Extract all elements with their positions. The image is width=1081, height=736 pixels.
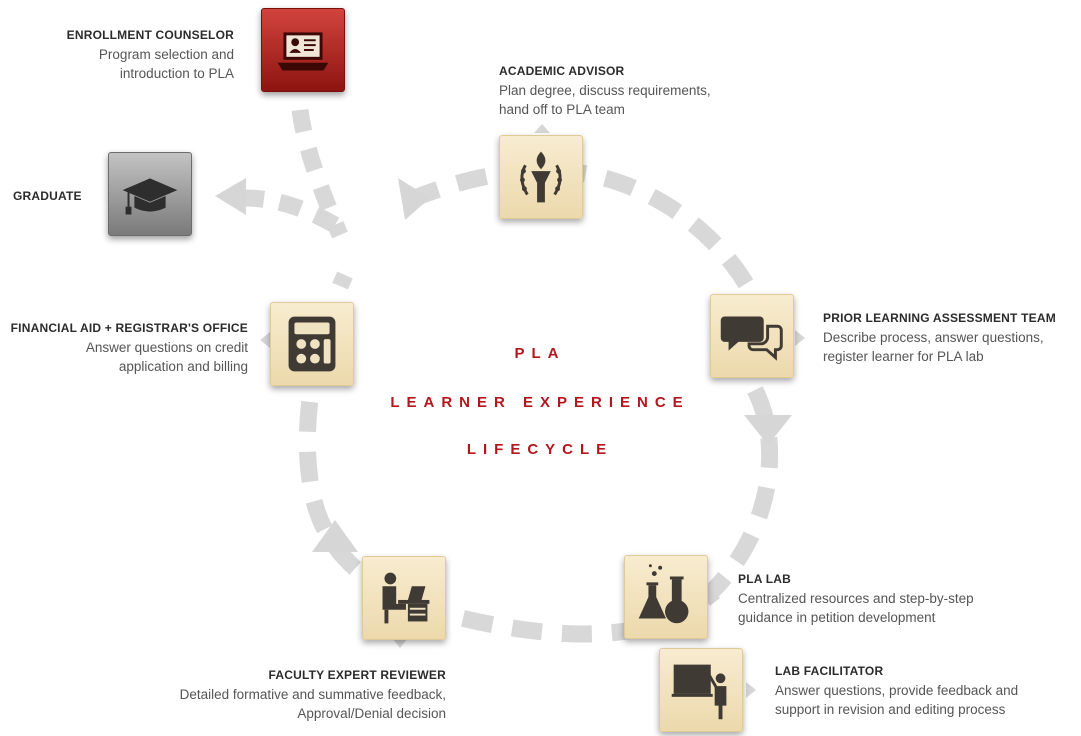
node-title: GRADUATE — [13, 189, 82, 203]
pointer-facilitator — [746, 682, 756, 698]
node-desc: support in revision and editing process — [775, 702, 1006, 717]
node-desc: introduction to PLA — [119, 66, 234, 81]
speech-bubbles-icon — [720, 316, 783, 361]
node-desc: Centralized resources and step-by-step — [738, 591, 974, 606]
diagram-title-learner-experience: LEARNER EXPERIENCE — [390, 394, 690, 411]
pla-lab-node — [624, 555, 708, 639]
node-title: FINANCIAL AID + REGISTRAR'S OFFICE — [10, 321, 248, 335]
financial-aid-label: FINANCIAL AID + REGISTRAR'S OFFICE Answe… — [5, 319, 248, 376]
graduation-cap-icon — [122, 178, 178, 215]
graduate-label: GRADUATE — [13, 187, 93, 206]
node-desc: Detailed formative and summative feedbac… — [179, 687, 446, 702]
graduate-node — [108, 152, 192, 236]
node-desc: application and billing — [118, 359, 248, 374]
enrollment-dashes — [291, 108, 348, 239]
diagram-title-lifecycle: LIFECYCLE — [466, 441, 614, 458]
node-desc: Answer questions, provide feedback and — [775, 683, 1019, 698]
pla-team-node — [710, 294, 794, 378]
enrollment-counselor-node — [261, 8, 345, 92]
node-title: LAB FACILITATOR — [775, 664, 884, 678]
lab-facilitator-label: LAB FACILITATOR Answer questions, provid… — [775, 662, 1075, 719]
node-title: ENROLLMENT COUNSELOR — [66, 28, 234, 42]
lab-facilitator-node — [659, 648, 743, 732]
chalkboard-teacher-icon — [671, 664, 727, 720]
pointer-pla-lab — [710, 590, 720, 606]
node-desc: Describe process, answer questions, — [823, 330, 1044, 345]
node-title: ACADEMIC ADVISOR — [499, 64, 625, 78]
diagram-title-pla: PLA — [514, 345, 566, 362]
arrow-to-pla-team — [744, 415, 792, 445]
node-desc: register learner for PLA lab — [823, 349, 984, 364]
graduate-dashes — [244, 189, 340, 233]
pla-lab-label: PLA LAB Centralized resources and step-b… — [738, 570, 1038, 627]
desk-reviewer-icon — [382, 572, 430, 624]
node-desc: Answer questions on credit — [85, 340, 248, 355]
financial-aid-node — [270, 302, 354, 386]
enrollment-counselor-label: ENROLLMENT COUNSELOR Program selection a… — [40, 26, 234, 83]
node-title: PRIOR LEARNING ASSESSMENT TEAM — [823, 311, 1056, 325]
arrow-to-advisor — [398, 178, 430, 220]
pointer-advisor — [534, 124, 550, 133]
node-desc: Approval/Denial decision — [297, 706, 446, 721]
academic-advisor-node — [499, 135, 583, 219]
node-title: PLA LAB — [738, 572, 791, 586]
lab-flasks-icon — [638, 564, 689, 624]
node-title: FACULTY EXPERT REVIEWER — [268, 668, 446, 682]
node-desc: Program selection and — [98, 47, 234, 62]
pointer-financial — [260, 332, 270, 348]
calculator-icon — [288, 316, 336, 372]
faculty-reviewer-node — [362, 556, 446, 640]
id-card-laptop-icon — [277, 32, 329, 71]
node-desc: Plan degree, discuss requirements, — [499, 83, 711, 98]
node-desc: guidance in petition development — [738, 610, 936, 625]
node-desc: hand off to PLA team — [499, 102, 625, 117]
pointer-pla-team — [795, 330, 805, 346]
arrow-to-graduate — [215, 178, 246, 215]
pla-team-label: PRIOR LEARNING ASSESSMENT TEAM Describe … — [823, 309, 1081, 366]
torch-laurel-icon — [520, 151, 562, 203]
faculty-reviewer-label: FACULTY EXPERT REVIEWER Detailed formati… — [130, 666, 446, 723]
arrow-to-financial — [312, 520, 358, 552]
pointer-faculty — [392, 638, 408, 648]
academic-advisor-label: ACADEMIC ADVISOR Plan degree, discuss re… — [499, 62, 799, 119]
